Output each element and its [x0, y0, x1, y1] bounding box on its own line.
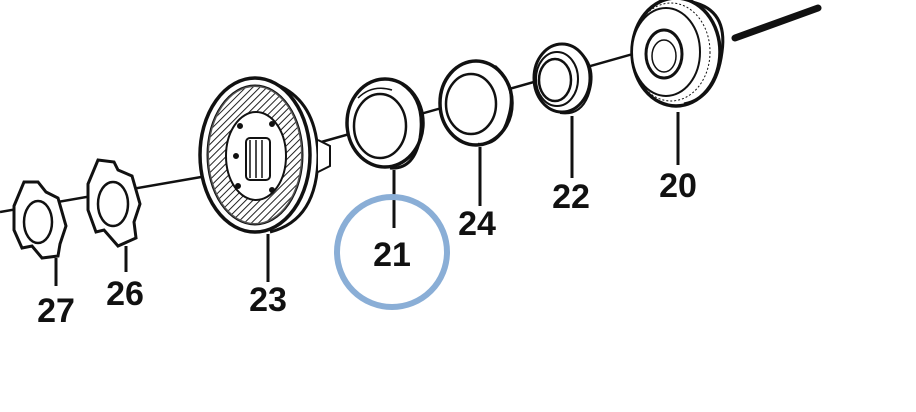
part-20-bearing[interactable] — [630, 0, 725, 108]
part-26-tab-washer[interactable] — [86, 158, 142, 248]
part-23-clutch-disc[interactable] — [198, 76, 331, 234]
label-part-23: 23 — [249, 281, 287, 319]
label-part-27: 27 — [37, 292, 75, 330]
label-part-22: 22 — [552, 178, 590, 216]
label-part-20: 20 — [659, 167, 697, 205]
label-part-24: 24 — [458, 205, 496, 243]
part-24-washer[interactable] — [438, 59, 514, 147]
part-27-tab-washer[interactable] — [12, 180, 68, 260]
label-part-21: 21 — [373, 236, 411, 274]
part-22-seal[interactable] — [532, 42, 593, 115]
label-part-26: 26 — [106, 275, 144, 313]
highlight-circle — [334, 194, 450, 310]
part-21-ring[interactable] — [345, 77, 425, 170]
